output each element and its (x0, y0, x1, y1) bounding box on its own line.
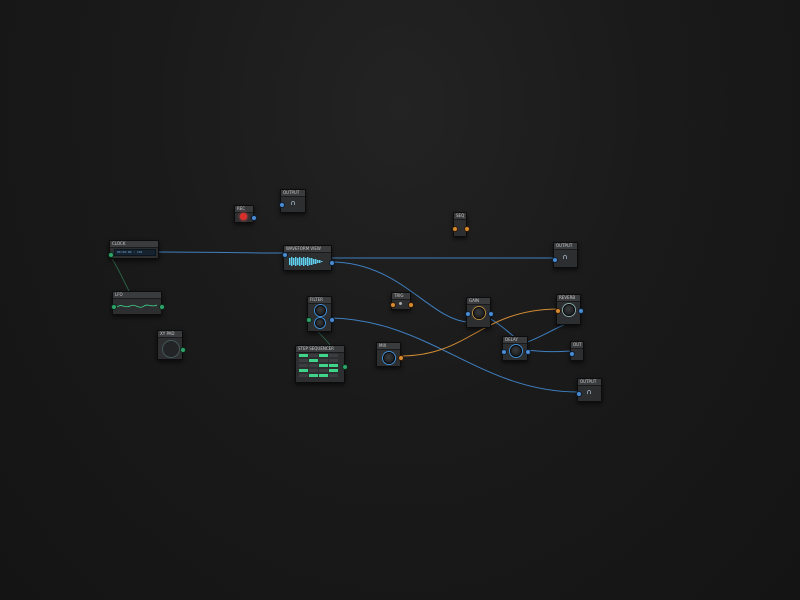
waveform-in-port[interactable] (282, 252, 288, 258)
waveform-node[interactable]: WAVEFORM VIEW (282, 245, 335, 271)
filter-title: FILTER (308, 297, 331, 304)
mix-node[interactable]: MIX (376, 342, 404, 367)
step-cell[interactable] (329, 364, 338, 367)
headphones-icon: ∩ (290, 199, 296, 207)
trigger-node[interactable]: TRIG (390, 292, 414, 310)
delay-out-port[interactable] (525, 349, 531, 355)
step-cell[interactable] (299, 359, 308, 362)
output-top-title: OUTPUT (281, 190, 305, 197)
output-node-top[interactable]: OUTPUT ∩ (279, 189, 306, 213)
step-sequencer-title: STEP SEQUENCER (296, 346, 344, 353)
trigger-out-port[interactable] (408, 302, 414, 308)
xy-pad-title: XY PAD (158, 331, 182, 338)
waveform-out-port[interactable] (329, 260, 335, 266)
step-cell[interactable] (309, 364, 318, 367)
gain-in-port[interactable] (465, 311, 471, 317)
step-cell[interactable] (319, 354, 328, 357)
waveform-display (289, 257, 323, 266)
xy-pad-out-port[interactable] (180, 347, 186, 353)
step-cell[interactable] (299, 364, 308, 367)
filter-out-port[interactable] (329, 317, 335, 323)
trigger-title: TRIG (392, 293, 410, 300)
step-cell[interactable] (319, 369, 328, 372)
clock-node[interactable]: CLOCK 00:00:00 ◦ 120 (108, 240, 159, 259)
clock-out-port[interactable] (108, 252, 114, 258)
trigger-in-port[interactable] (390, 302, 396, 308)
output-node-bottom[interactable]: OUTPUT ∩ (576, 378, 602, 402)
step-cell[interactable] (329, 354, 338, 357)
reverb-title: REVERB (557, 295, 580, 302)
record-out-port[interactable] (251, 215, 257, 221)
gain-knob[interactable] (473, 307, 485, 319)
trigger-dot[interactable] (399, 302, 402, 305)
send-in-port[interactable] (569, 351, 575, 357)
mix-title: MIX (377, 343, 400, 350)
headphones-icon: ∩ (586, 388, 592, 396)
mix-out-port[interactable] (398, 355, 404, 361)
output-top-in-port[interactable] (279, 202, 285, 208)
clock-node-title: CLOCK (110, 241, 158, 248)
filter-in-port[interactable] (306, 317, 312, 323)
step-cell[interactable] (319, 359, 328, 362)
send-title: OUT (571, 342, 583, 349)
delay-node[interactable]: DELAY (501, 336, 531, 361)
reverb-size-knob[interactable] (563, 304, 575, 316)
step-cell[interactable] (309, 354, 318, 357)
output-right-title: OUTPUT (554, 243, 577, 250)
xy-pad-node[interactable]: XY PAD (157, 330, 186, 360)
lfo-node-title: LFO (113, 292, 161, 299)
step-sequencer-node[interactable]: STEP SEQUENCER (295, 345, 348, 383)
step-cell[interactable] (299, 354, 308, 357)
filter-node[interactable]: FILTER (306, 296, 335, 332)
clock-display: 00:00:00 ◦ 120 (114, 249, 156, 256)
mix-knob[interactable] (383, 352, 395, 364)
output-bottom-title: OUTPUT (578, 379, 601, 386)
step-cell[interactable] (309, 359, 318, 362)
headphones-icon: ∩ (562, 253, 568, 261)
lfo-in-port[interactable] (111, 304, 117, 310)
seq-small-node[interactable]: SEQ (452, 212, 470, 237)
step-cell[interactable] (329, 359, 338, 362)
gain-node[interactable]: GAIN (465, 297, 494, 328)
clock-readout: 00:00:00 ◦ 120 (117, 250, 143, 254)
cable-delay-to-send (525, 349, 572, 353)
step-sequencer-out-port[interactable] (342, 364, 348, 370)
seq-small-title: SEQ (454, 213, 466, 220)
step-cell[interactable] (299, 369, 308, 372)
step-cell[interactable] (329, 369, 338, 372)
filter-resonance-knob[interactable] (315, 318, 325, 328)
output-node-right[interactable]: OUTPUT ∩ (552, 242, 578, 268)
step-grid[interactable] (299, 354, 341, 380)
lfo-node[interactable]: LFO (111, 291, 165, 315)
reverb-in-port[interactable] (555, 308, 561, 314)
step-cell[interactable] (319, 364, 328, 367)
xy-pad-surface[interactable] (162, 340, 180, 358)
lfo-wave-display (117, 304, 157, 308)
record-title: REC (235, 206, 253, 213)
delay-title: DELAY (503, 337, 527, 344)
output-right-in-port[interactable] (552, 257, 558, 263)
step-cell[interactable] (299, 374, 308, 377)
gain-title: GAIN (467, 298, 490, 305)
step-cell[interactable] (309, 369, 318, 372)
step-cell[interactable] (329, 374, 338, 377)
output-bottom-in-port[interactable] (576, 391, 582, 397)
filter-cutoff-knob[interactable] (315, 305, 326, 316)
step-cell[interactable] (319, 374, 328, 377)
seq-small-in-port[interactable] (452, 226, 458, 232)
cable-clock-to-waveform (156, 251, 285, 254)
record-node[interactable]: REC (234, 205, 257, 223)
waveform-title: WAVEFORM VIEW (284, 246, 331, 253)
gain-out-port[interactable] (488, 311, 494, 317)
step-cell[interactable] (309, 374, 318, 377)
reverb-node[interactable]: REVERB (555, 294, 584, 325)
delay-in-port[interactable] (501, 349, 507, 355)
seq-small-out-port[interactable] (464, 226, 470, 232)
record-icon[interactable] (240, 213, 247, 220)
reverb-out-port[interactable] (578, 308, 584, 314)
lfo-out-port[interactable] (159, 304, 165, 310)
delay-time-knob[interactable] (510, 345, 522, 357)
send-node[interactable]: OUT (569, 341, 584, 361)
cable-filter-to-output (330, 317, 579, 393)
